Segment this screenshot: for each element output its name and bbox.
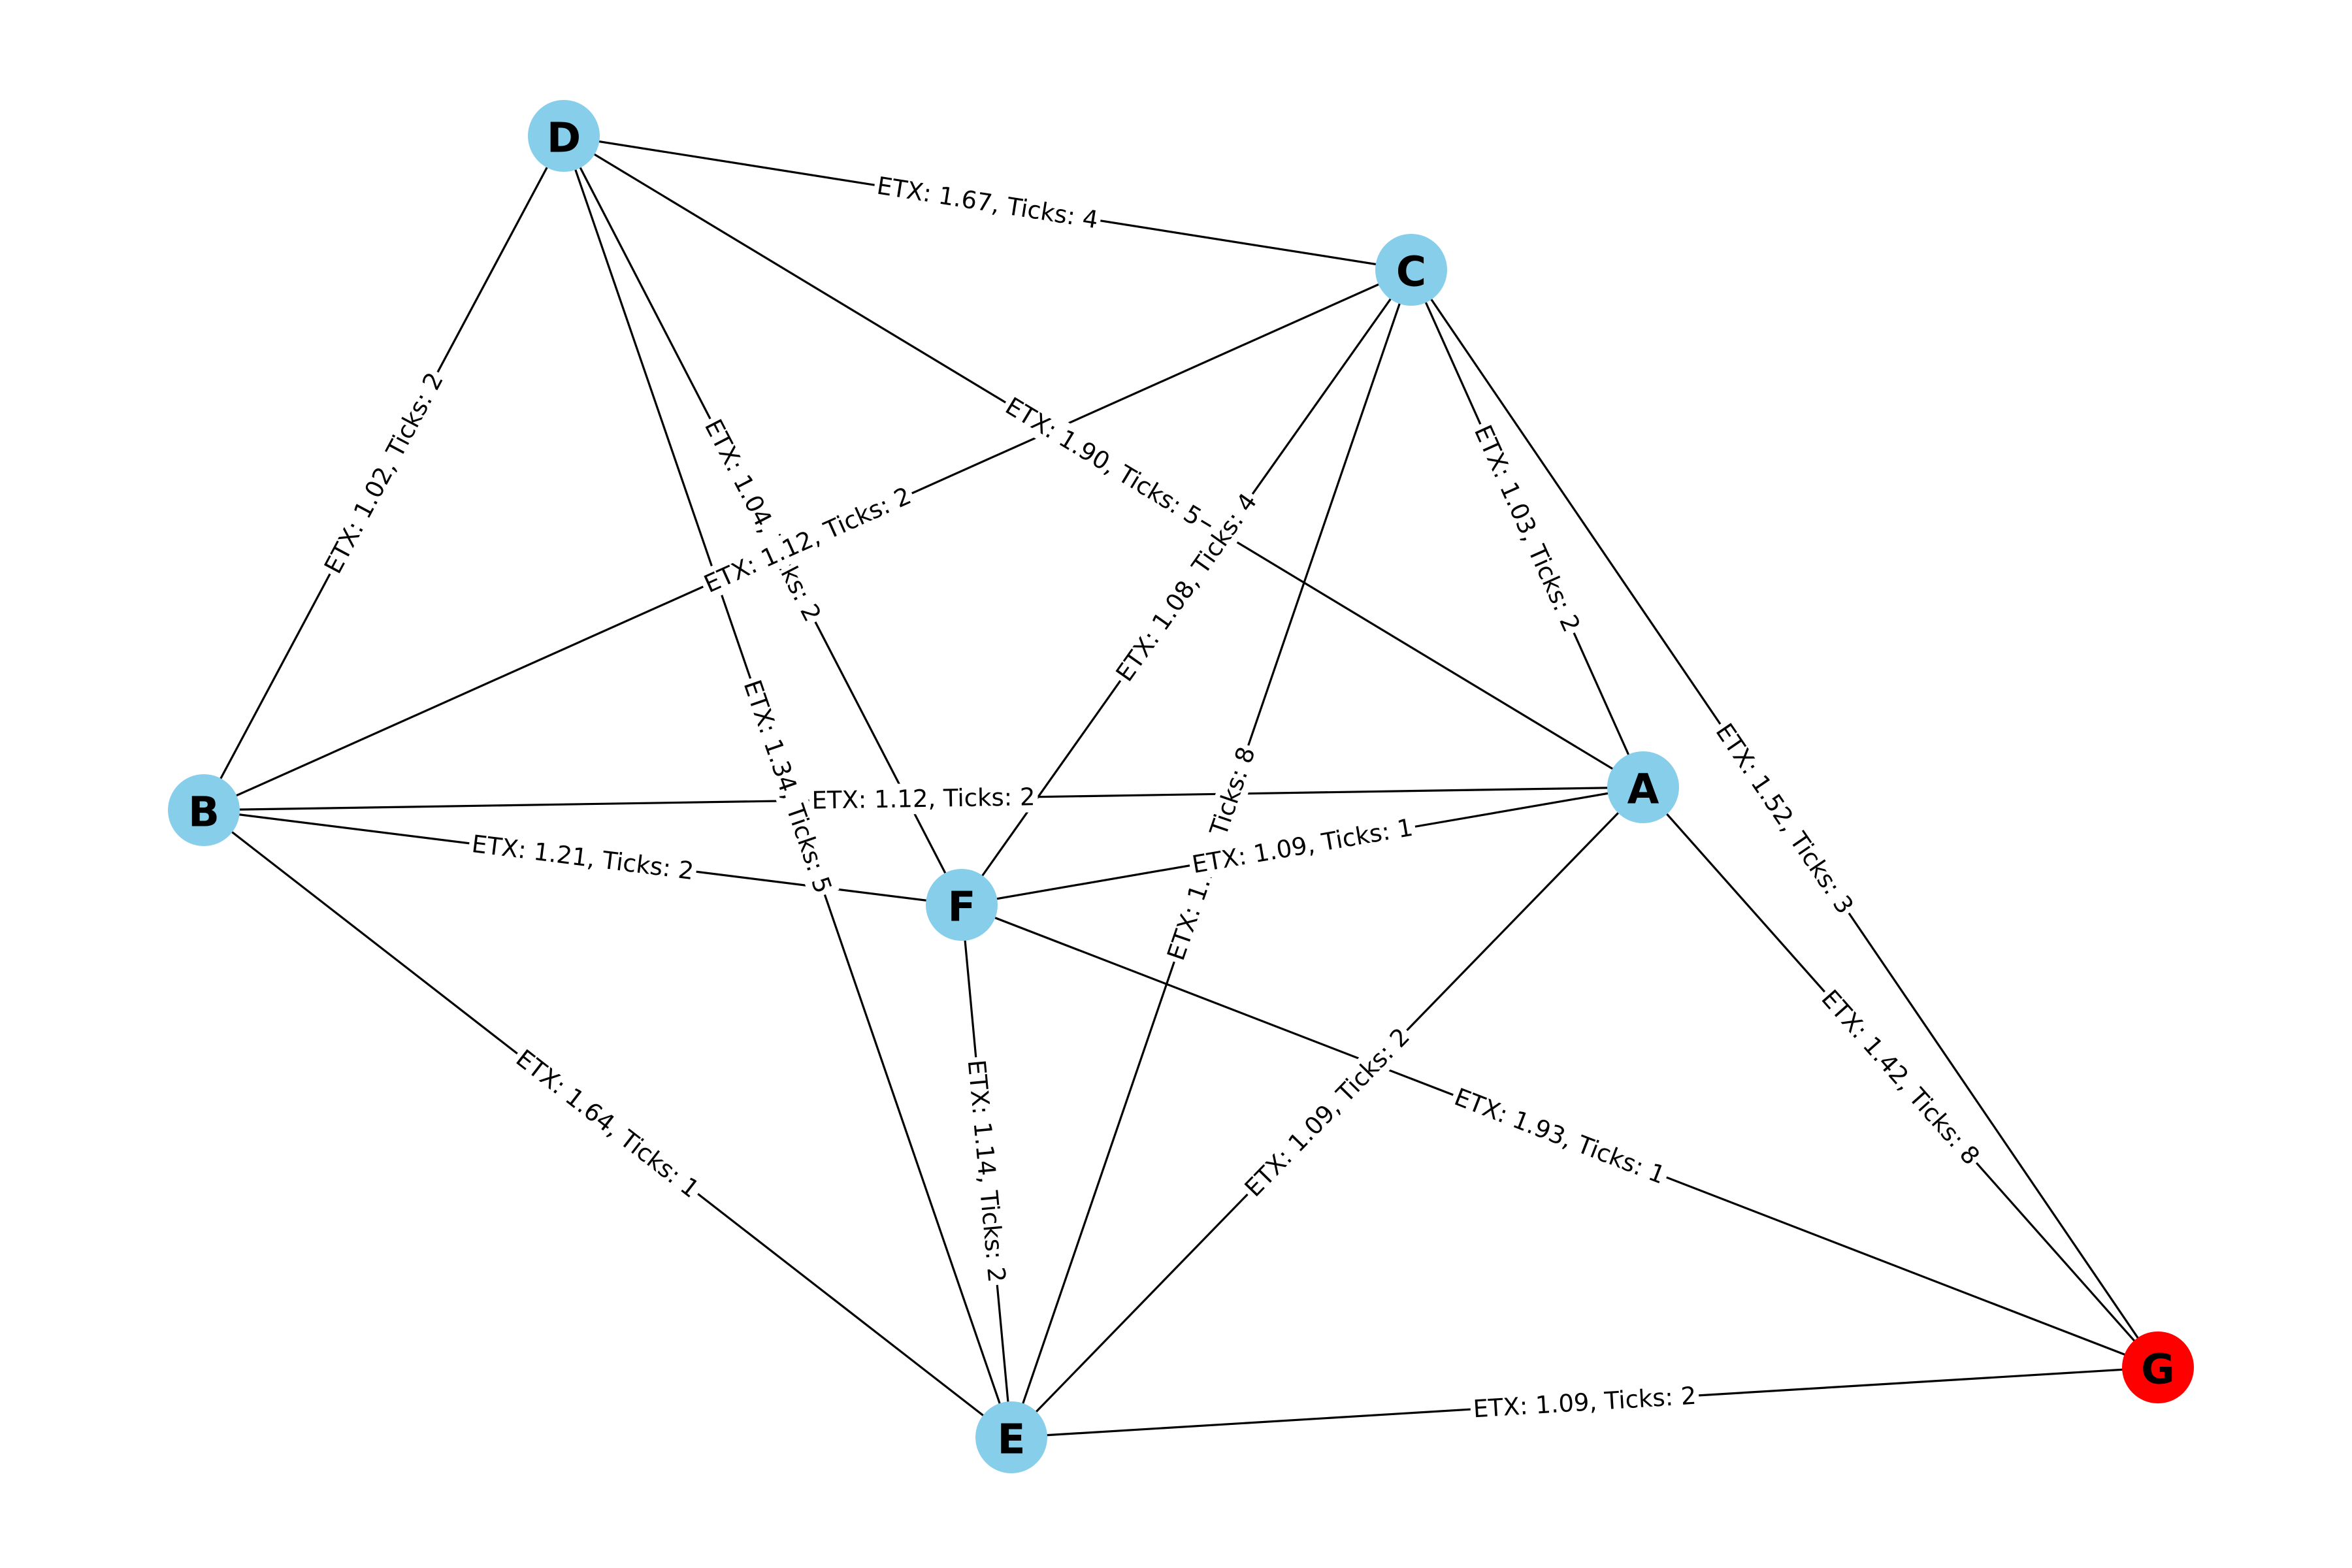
edge-label-background	[960, 1056, 1013, 1286]
edge-label-background	[1447, 1080, 1673, 1192]
node-d[interactable]: D	[528, 100, 600, 172]
node-a[interactable]: A	[1607, 751, 1679, 823]
node-label: F	[947, 883, 975, 931]
edge-label-background	[998, 389, 1209, 534]
edge-label-background	[872, 169, 1103, 237]
edge-label-background	[1813, 981, 1988, 1173]
edge-label-background	[316, 365, 451, 581]
node-label: D	[547, 114, 581, 162]
edge-label-background	[736, 673, 840, 900]
node-label: B	[188, 789, 220, 836]
node-label: C	[1396, 248, 1426, 296]
edge-label-background	[696, 412, 829, 629]
edge-label-background	[508, 1041, 708, 1206]
edge-label-background	[696, 479, 919, 601]
node-c[interactable]: C	[1375, 234, 1447, 306]
edge-label-background	[1187, 811, 1418, 881]
node-e[interactable]: E	[975, 1401, 1047, 1473]
edge-label-background	[467, 828, 698, 887]
node-label: A	[1627, 766, 1659, 813]
node-circle[interactable]	[1607, 751, 1679, 823]
edge-label-background	[1236, 1019, 1418, 1205]
edge-label-group: ETX: 1.12, Ticks: 2	[809, 781, 1038, 816]
node-b[interactable]: B	[168, 774, 240, 846]
node-label: E	[997, 1416, 1025, 1463]
node-f[interactable]: F	[926, 869, 998, 941]
edge-label-background	[1469, 1380, 1700, 1425]
node-circle[interactable]	[528, 100, 600, 172]
edge-label-background	[1707, 715, 1862, 922]
edge-label-background	[1466, 417, 1588, 640]
node-circle[interactable]	[975, 1401, 1047, 1473]
node-circle[interactable]	[926, 869, 998, 941]
node-g[interactable]: G	[2122, 1331, 2194, 1403]
edge-label-background	[809, 781, 1038, 816]
node-label: G	[2141, 1346, 2175, 1394]
nodes-layer: A B C D E F G	[168, 100, 2194, 1473]
node-circle[interactable]	[2122, 1331, 2194, 1403]
node-circle[interactable]	[1375, 234, 1447, 306]
edge-label: ETX: 1.12, Ticks: 2	[811, 783, 1036, 814]
node-circle[interactable]	[168, 774, 240, 846]
edge-label-background	[1107, 485, 1266, 690]
